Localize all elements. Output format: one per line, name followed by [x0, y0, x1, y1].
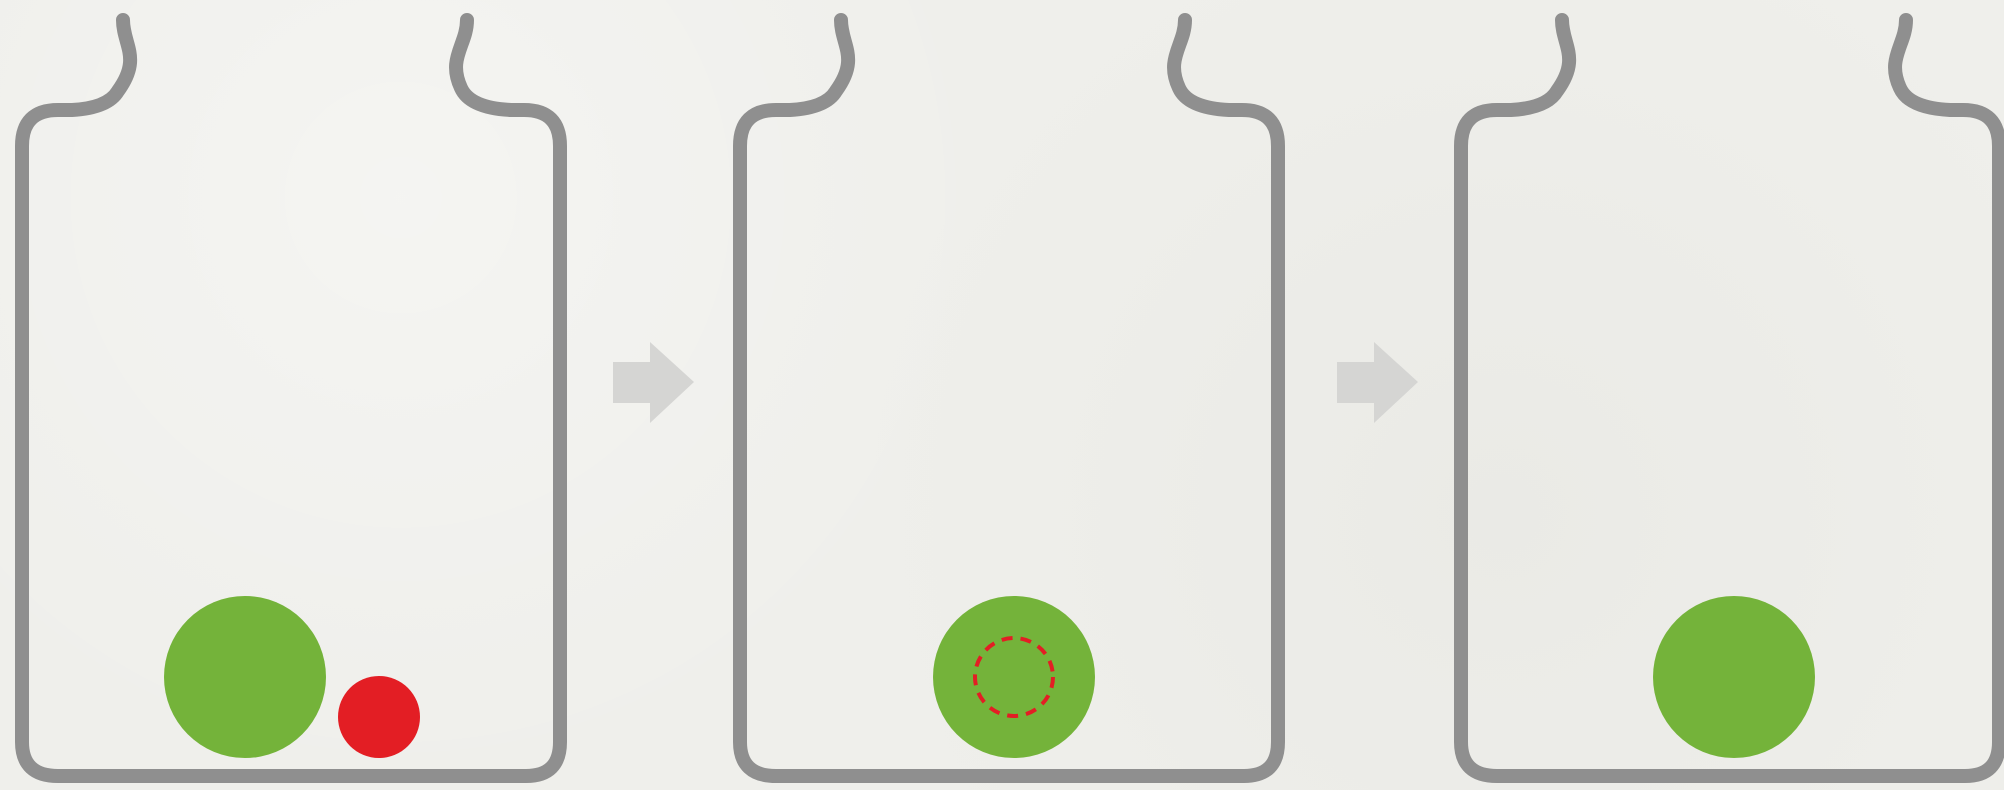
jar-step-2: [740, 20, 1278, 776]
large-green-cell: [933, 596, 1095, 758]
small-red-cell: [338, 676, 420, 758]
large-green-cell: [1653, 596, 1815, 758]
right-arrow-icon: [1337, 342, 1418, 423]
jar-step-3: [1461, 20, 1999, 776]
large-green-cell: [164, 596, 326, 758]
jar-step-1: [22, 20, 560, 776]
right-arrow-icon: [613, 342, 694, 423]
